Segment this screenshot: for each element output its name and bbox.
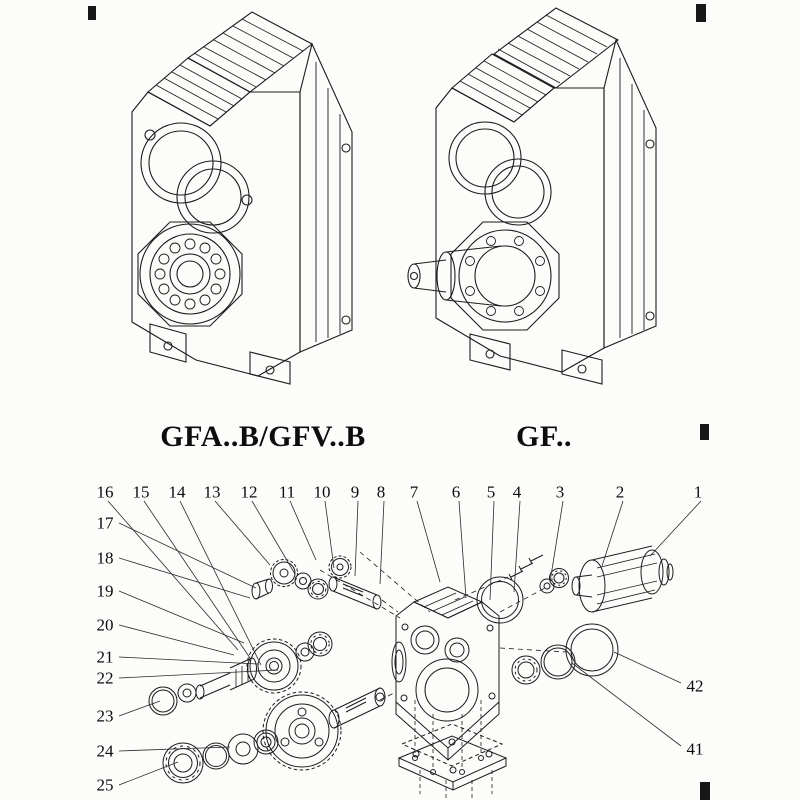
part-number-14: 14 xyxy=(168,482,186,502)
part-number-9: 9 xyxy=(350,482,360,502)
part-number-2: 2 xyxy=(615,482,625,502)
part-number-24: 24 xyxy=(96,741,114,761)
model-label-gf: GF.. xyxy=(516,420,572,453)
part-number-20: 20 xyxy=(96,615,114,635)
page-edge-mark xyxy=(88,6,96,20)
part-number-25: 25 xyxy=(96,775,114,795)
part-number-11: 11 xyxy=(278,482,296,502)
part-number-5: 5 xyxy=(486,482,496,502)
part-number-12: 12 xyxy=(240,482,258,502)
part-number-21: 21 xyxy=(96,647,114,667)
part-number-4: 4 xyxy=(512,482,522,502)
model-label-gfab: GFA..B/GFV..B xyxy=(160,420,366,453)
part-number-1: 1 xyxy=(693,482,703,502)
part-number-13: 13 xyxy=(203,482,221,502)
part-number-16: 16 xyxy=(96,482,114,502)
part-number-42: 42 xyxy=(686,676,704,696)
part-number-18: 18 xyxy=(96,548,114,568)
part-number-17: 17 xyxy=(96,513,114,533)
exploded-view-drawing xyxy=(148,545,674,800)
part-number-6: 6 xyxy=(451,482,461,502)
part-number-22: 22 xyxy=(96,668,114,688)
gearbox-drawing-gfab xyxy=(131,11,353,385)
part-number-15: 15 xyxy=(132,482,150,502)
part-number-3: 3 xyxy=(555,482,565,502)
page-edge-mark xyxy=(696,4,706,22)
gearbox-drawing-gf xyxy=(407,7,657,385)
part-number-7: 7 xyxy=(409,482,419,502)
part-number-8: 8 xyxy=(376,482,386,502)
part-number-23: 23 xyxy=(96,706,114,726)
page-edge-mark xyxy=(700,782,710,800)
part-number-19: 19 xyxy=(96,581,114,601)
page-edge-mark xyxy=(700,424,709,440)
part-number-41: 41 xyxy=(686,739,704,759)
part-number-10: 10 xyxy=(313,482,331,502)
